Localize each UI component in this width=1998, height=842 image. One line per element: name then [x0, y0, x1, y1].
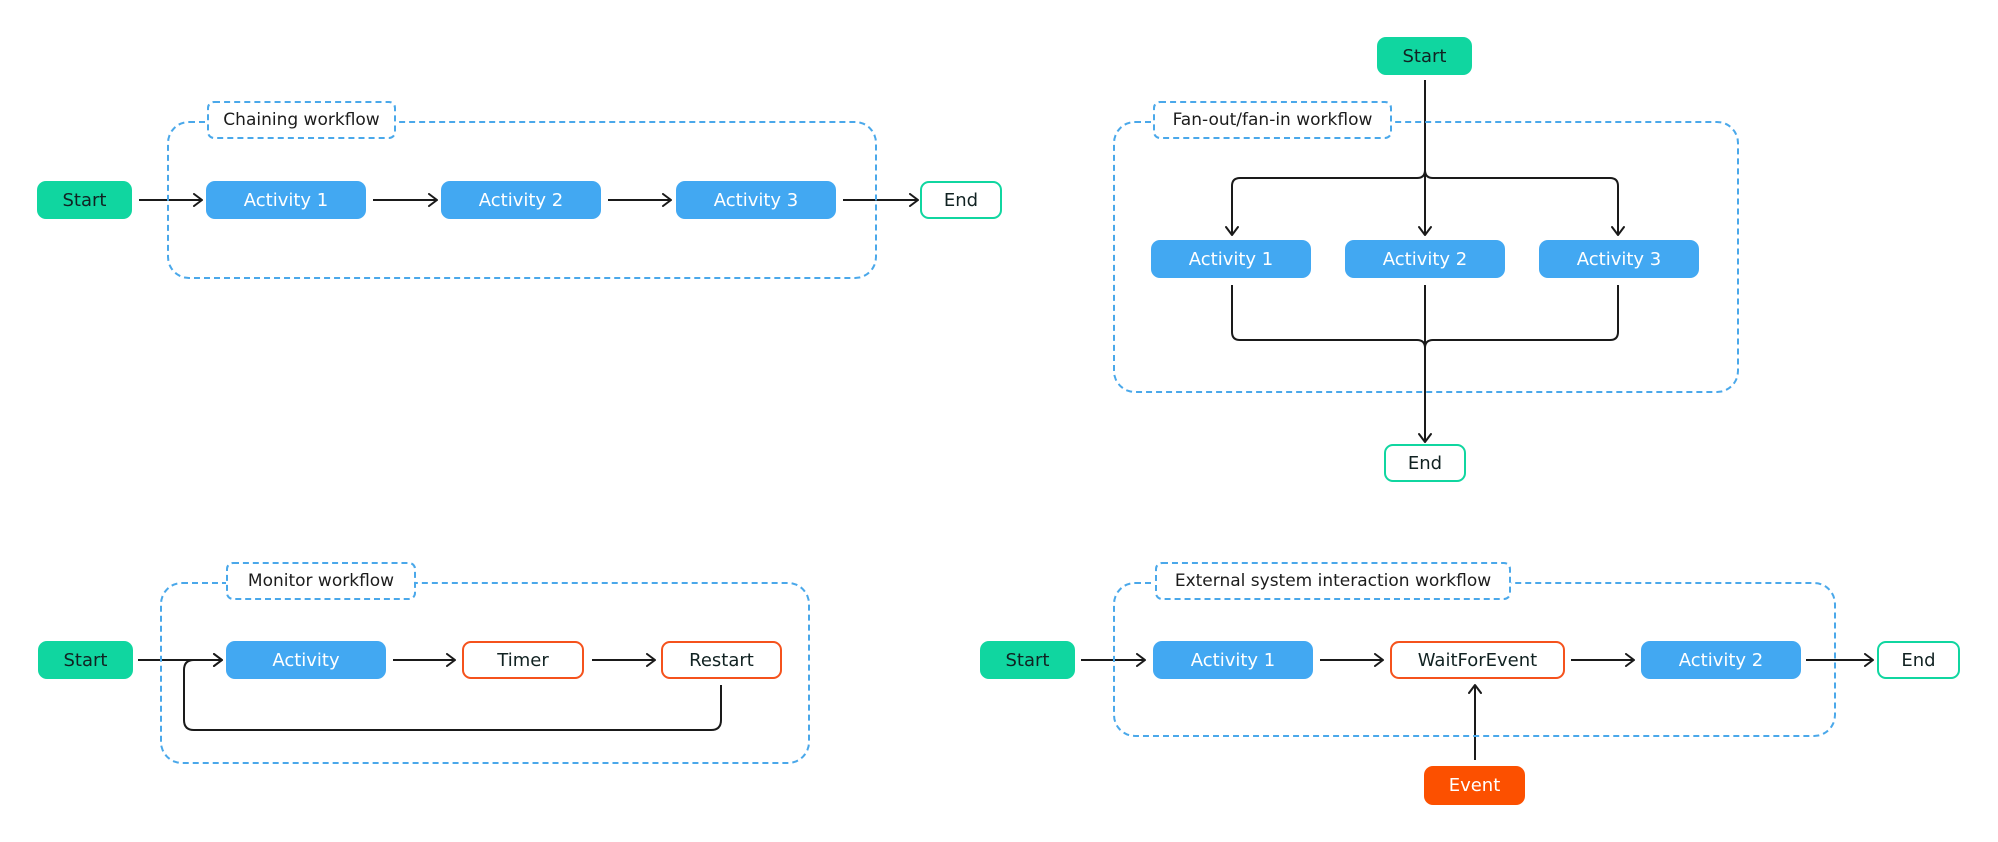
monitor-workflow-title: Monitor workflow [226, 562, 416, 600]
monitor-timer-node: Timer [462, 641, 584, 679]
fanout-end-node: End [1384, 444, 1466, 482]
fanout-activity-3-node: Activity 3 [1539, 240, 1699, 278]
fanout-activity-2-node: Activity 2 [1345, 240, 1505, 278]
external-workflow-title: External system interaction workflow [1155, 562, 1511, 600]
external-event-node: Event [1424, 766, 1525, 805]
monitor-activity-node: Activity [226, 641, 386, 679]
chaining-end-node: End [920, 181, 1002, 219]
chaining-workflow-title: Chaining workflow [207, 101, 396, 139]
chaining-activity-1-node: Activity 1 [206, 181, 366, 219]
fanout-start-node: Start [1377, 37, 1472, 75]
external-start-node: Start [980, 641, 1075, 679]
monitor-loop-restart-to-activity [183, 653, 722, 731]
monitor-workflow-group [160, 582, 810, 764]
fanout-workflow-group [1113, 121, 1739, 393]
chaining-activity-2-node: Activity 2 [441, 181, 601, 219]
monitor-start-node: Start [38, 641, 133, 679]
fanout-activity-1-node: Activity 1 [1151, 240, 1311, 278]
fanout-arrow-to-activity3 [1424, 169, 1625, 236]
fanout-workflow-title: Fan-out/fan-in workflow [1153, 101, 1392, 139]
chaining-workflow-group [167, 121, 877, 279]
chaining-activity-3-node: Activity 3 [676, 181, 836, 219]
chaining-start-node: Start [37, 181, 132, 219]
monitor-restart-node: Restart [661, 641, 782, 679]
external-waitforevent-node: WaitForEvent [1390, 641, 1565, 679]
external-activity-1-node: Activity 1 [1153, 641, 1313, 679]
external-activity-2-node: Activity 2 [1641, 641, 1801, 679]
external-end-node: End [1877, 641, 1960, 679]
